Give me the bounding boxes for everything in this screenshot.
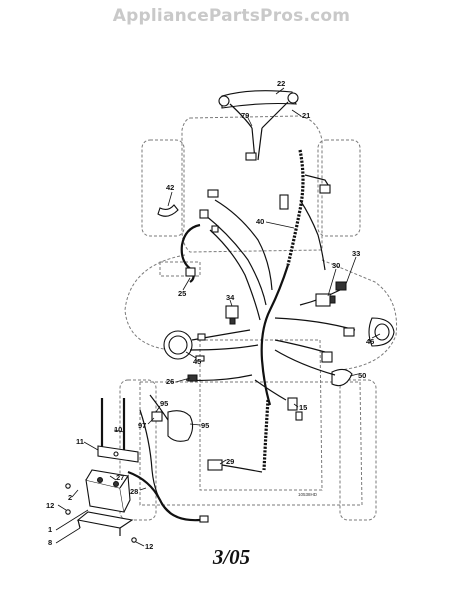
callout-97: 97 [138, 421, 146, 430]
callout-25: 25 [178, 289, 186, 298]
callout-21: 21 [302, 111, 310, 120]
callouts: 22 79 21 42 40 33 30 25 34 46 45 26 50 9… [46, 79, 374, 551]
callout-30: 30 [332, 261, 340, 270]
leader-lines [55, 87, 381, 547]
callout-27: 27 [116, 473, 124, 482]
tractor-outline [119, 115, 398, 521]
left-components [163, 305, 259, 382]
callout-95-right: 95 [201, 421, 209, 430]
callout-10: 10 [114, 425, 122, 434]
left-harness-branch [157, 204, 201, 283]
callout-26: 26 [166, 377, 174, 386]
callout-15: 15 [299, 403, 307, 412]
callout-1: 1 [48, 525, 52, 534]
right-components [274, 281, 395, 387]
callout-95-left: 95 [160, 399, 168, 408]
callout-12-left: 12 [46, 501, 54, 510]
callout-50: 50 [358, 371, 366, 380]
battery-area [65, 398, 209, 543]
callout-28: 28 [130, 487, 138, 496]
callout-11: 11 [76, 437, 84, 446]
callout-40: 40 [256, 217, 264, 226]
callout-33: 33 [352, 249, 360, 258]
main-harness [199, 149, 331, 471]
diagram-number: 10538HD [298, 492, 318, 497]
callout-46: 46 [366, 337, 374, 346]
callout-22: 22 [277, 79, 285, 88]
lower-components [149, 379, 303, 473]
callout-12-bottom: 12 [145, 542, 153, 551]
headlight-assembly [218, 90, 299, 161]
callout-79: 79 [241, 111, 249, 120]
callout-2: 2 [68, 493, 72, 502]
callout-45: 45 [193, 357, 201, 366]
watermark: AppliancePartsPros.com [112, 6, 351, 26]
callout-34: 34 [226, 293, 235, 302]
revision-date: 3/05 [212, 545, 251, 569]
callout-42: 42 [166, 183, 174, 192]
callout-29: 29 [226, 457, 234, 466]
callout-8: 8 [48, 538, 52, 547]
